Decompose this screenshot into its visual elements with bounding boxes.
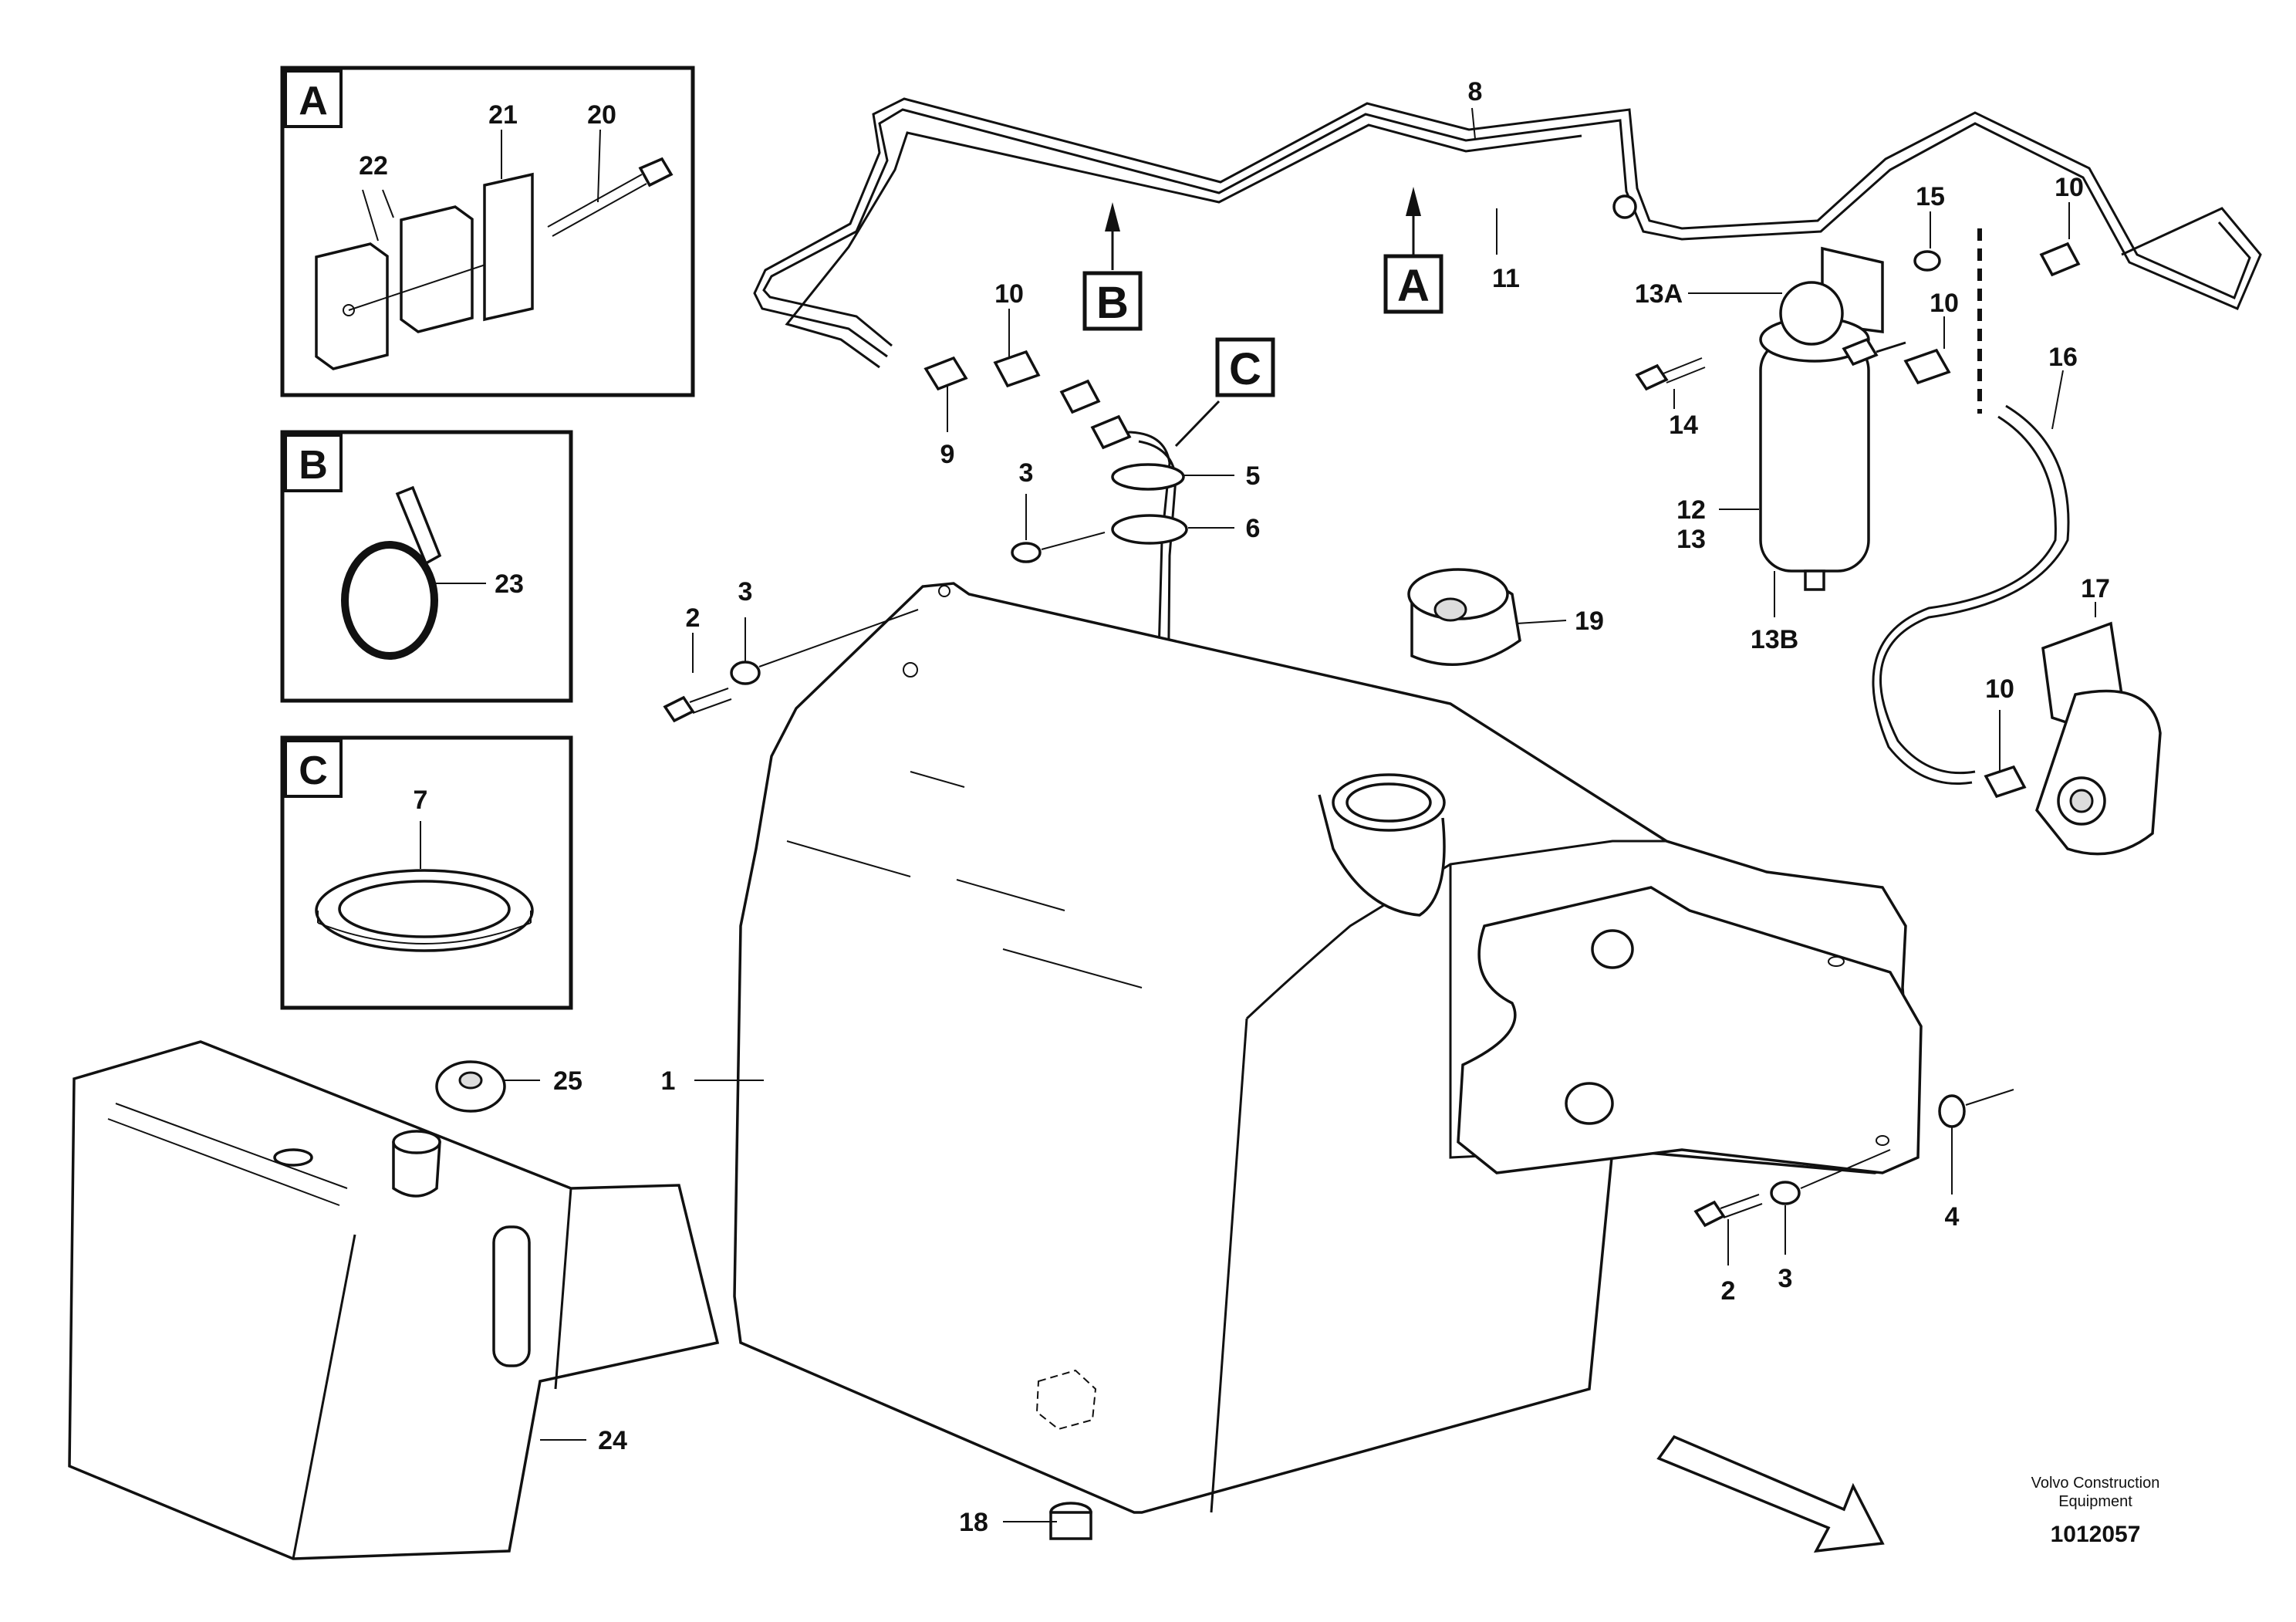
leader-lines: [505, 107, 2096, 1522]
inset-a-label-20: 20: [587, 100, 616, 130]
inset-c-letter: C: [299, 748, 328, 793]
brand-line-1: Volvo Construction: [2031, 1475, 2160, 1492]
label-24: 24: [598, 1426, 627, 1455]
inset-c-label-7: 7: [414, 786, 428, 815]
brand-line-2: Equipment: [2058, 1493, 2132, 1510]
callout-c-letter: C: [1229, 344, 1261, 394]
fuel-filter: [1759, 246, 1906, 591]
footer: Volvo Construction Equipment 1012057: [2031, 1475, 2160, 1547]
callout-a: A: [1383, 187, 1443, 314]
inset-b-label-23: 23: [495, 569, 524, 599]
label-2-left: 2: [686, 603, 701, 633]
label-17: 17: [2081, 574, 2110, 603]
label-18: 18: [959, 1508, 988, 1537]
fuel-pipes: [753, 97, 2262, 369]
inset-a-bolt: [547, 157, 674, 237]
fitting-10-pump: [1984, 765, 2027, 799]
inset-a: A 22 21 20: [280, 66, 695, 397]
inset-b-letter: B: [299, 443, 328, 488]
cable-tie-icon: [341, 485, 442, 660]
hose-16: [1872, 404, 2070, 785]
label-25: 25: [553, 1066, 582, 1096]
label-10-pump: 10: [1985, 674, 2014, 704]
inset-c: C 7: [280, 735, 573, 1010]
callout-c: C: [1174, 337, 1275, 448]
alt-tank-24: [68, 1040, 720, 1560]
grommet-6: [1111, 514, 1188, 545]
label-3-left: 3: [738, 577, 753, 607]
label-2-right: 2: [1721, 1276, 1736, 1306]
label-13a: 13A: [1635, 279, 1683, 309]
filter-bolt-14: [1635, 357, 1706, 391]
label-16: 16: [2048, 343, 2078, 372]
fuel-pump-17: [2035, 621, 2162, 856]
fitting-10-filter: [1903, 242, 2081, 385]
label-9: 9: [940, 440, 955, 469]
label-3-right: 3: [1778, 1264, 1793, 1293]
label-5: 5: [1246, 461, 1261, 491]
label-10-top-right: 10: [2055, 173, 2084, 202]
label-10-filter: 10: [1930, 289, 1959, 318]
bracket-mount: [1457, 886, 1923, 1174]
direction-arrow: [1656, 1434, 1885, 1553]
inset-a-letter: A: [299, 79, 328, 123]
label-1: 1: [661, 1066, 676, 1096]
label-12: 12: [1676, 495, 1706, 525]
grommet-5: [1111, 463, 1185, 491]
cap-25: [435, 1060, 506, 1113]
washer-15: [1913, 250, 1941, 272]
document-number: 1012057: [2051, 1522, 2141, 1547]
label-6: 6: [1246, 514, 1261, 543]
seal-ring-icon: [315, 869, 534, 952]
label-14: 14: [1669, 411, 1698, 440]
label-3-top: 3: [1019, 458, 1034, 488]
part-labels: 1 2 3 3 5 6 8 9 10 11 13A 14 15 10 10 12…: [553, 77, 2110, 1537]
label-15: 15: [1916, 182, 1945, 211]
inset-a-rubber-blocks: [315, 205, 525, 370]
inset-a-label-21: 21: [488, 100, 518, 130]
inset-a-plate: [483, 172, 534, 322]
fuel-cap-19: [1407, 568, 1521, 666]
filler-neck: [1318, 773, 1446, 917]
inset-b: B 23: [280, 430, 573, 703]
label-13b: 13B: [1751, 625, 1798, 654]
label-13: 13: [1676, 525, 1706, 554]
label-10-pipe: 10: [994, 279, 1024, 309]
label-19: 19: [1575, 607, 1604, 636]
callout-b-letter: B: [1096, 278, 1129, 328]
drain-plug-18: [1035, 1369, 1097, 1540]
callout-b: B: [1082, 202, 1143, 331]
callout-a-letter: A: [1397, 261, 1430, 311]
inset-a-label-22: 22: [359, 151, 388, 181]
label-4: 4: [1945, 1202, 1960, 1232]
label-8: 8: [1468, 77, 1483, 106]
label-11: 11: [1492, 264, 1520, 293]
